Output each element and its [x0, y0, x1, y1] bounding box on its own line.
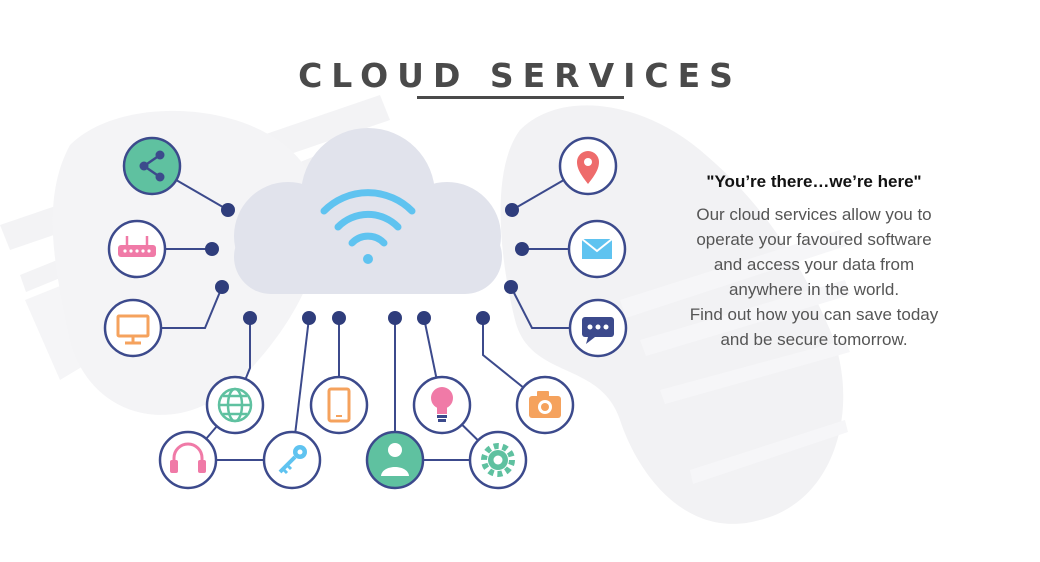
mail-icon — [581, 238, 613, 259]
node-tablet — [309, 375, 369, 435]
node-globe — [205, 375, 265, 435]
camera-icon — [529, 391, 561, 418]
node-lightbulb — [412, 375, 472, 435]
background-decoration — [0, 95, 850, 524]
location-pin-icon — [577, 151, 599, 184]
key-icon — [278, 445, 307, 475]
tablet-icon — [327, 387, 351, 423]
wifi-icon — [320, 189, 416, 264]
description-text: Our cloud services allow you to operate … — [686, 202, 942, 352]
node-chat — [568, 298, 628, 358]
share-icon — [139, 150, 165, 182]
page-title: CLOUD SERVICES — [298, 56, 742, 95]
user-icon — [381, 443, 409, 476]
node-key — [262, 430, 322, 490]
node-gear — [468, 430, 528, 490]
router-icon — [118, 236, 156, 257]
description-paragraph: Find out how you can save today and be s… — [689, 305, 939, 349]
globe-icon — [217, 387, 253, 423]
monitor-icon — [116, 314, 150, 345]
node-camera — [515, 375, 575, 435]
node-user — [365, 430, 425, 490]
gear-icon — [481, 443, 515, 477]
description-paragraph: Our cloud services allow you to operate … — [696, 205, 932, 299]
lightbulb-icon — [431, 387, 453, 422]
tagline-quote: "You’re there…we’re here" — [706, 172, 922, 191]
node-router — [107, 219, 167, 279]
node-share — [122, 136, 182, 196]
node-location — [558, 136, 618, 196]
node-monitor — [103, 298, 163, 358]
node-mail — [567, 219, 627, 279]
node-headphones — [158, 430, 218, 490]
chat-bubble-icon — [582, 317, 614, 344]
description-panel: "You’re there…we’re here" Our cloud serv… — [686, 172, 942, 352]
title-underline — [417, 96, 624, 99]
headphones-icon — [170, 442, 206, 473]
connection-dots — [205, 203, 529, 325]
